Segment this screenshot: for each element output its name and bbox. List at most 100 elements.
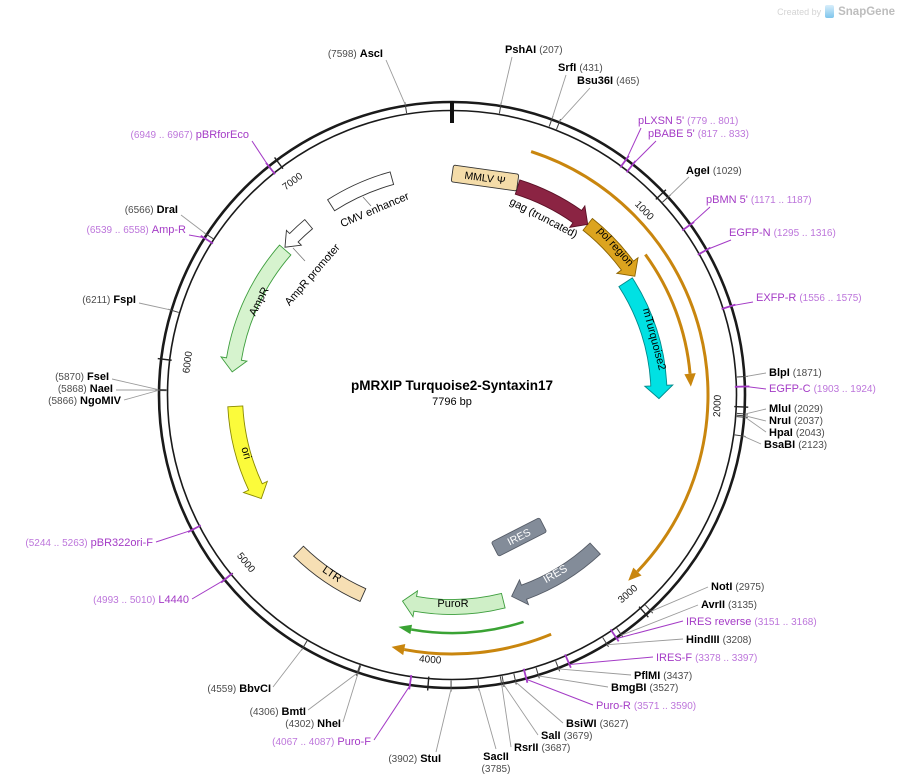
transcript-arc-right[interactable] <box>530 150 710 581</box>
site-label-ires-reverse[interactable]: IRES reverse(3151 .. 3168) <box>686 616 817 628</box>
site-label-bsabi[interactable]: BsaBI(2123) <box>764 439 827 451</box>
site-label-sali[interactable]: SalI(3679) <box>541 730 592 742</box>
site-label-bmgbi[interactable]: BmgBI(3527) <box>611 682 678 694</box>
transcript-arc-green-arc <box>410 620 524 635</box>
feature-label-ori[interactable]: ori <box>238 446 253 461</box>
site-name-sacii: SacII <box>483 751 509 763</box>
site-label-pbr322ori-f[interactable]: (5244 .. 5263)pBR322ori-F <box>25 537 153 549</box>
site-label-agei[interactable]: AgeI(1029) <box>686 165 742 177</box>
feature-label-puror[interactable]: PuroR <box>437 598 468 610</box>
bp-tick-label-7000: 7000 <box>281 171 306 193</box>
bp-tick-label-3000: 3000 <box>616 583 640 606</box>
site-label-nhei[interactable]: (4302)NheI <box>285 718 341 730</box>
leader-stui <box>435 688 452 753</box>
leader-fspi <box>138 302 171 311</box>
site-label-pflmi[interactable]: PflMI(3437) <box>634 670 692 682</box>
backbone-ring-inner <box>166 109 738 681</box>
site-label-nrui[interactable]: NruI(2037) <box>769 415 823 427</box>
leader-mlui <box>745 408 767 415</box>
transcript-arc-inner[interactable] <box>644 253 696 387</box>
site-label-asci[interactable]: (7598)AscI <box>328 48 383 60</box>
feature-shape-mturquoise2[interactable] <box>618 277 674 400</box>
site-label-pbmn-5[interactable]: pBMN 5'(1171 .. 1187) <box>706 194 812 206</box>
site-label-amp-r[interactable]: (6539 .. 6558)Amp-R <box>87 224 187 236</box>
site-label-bbvci[interactable]: (4559)BbvCI <box>207 683 271 695</box>
site-tick-noti <box>644 604 654 614</box>
ires-box-box[interactable] <box>491 517 547 557</box>
mmlv-psi-box[interactable] <box>450 164 520 192</box>
site-label-bmti[interactable]: (4306)BmtI <box>250 706 306 718</box>
site-label-bsu36i[interactable]: Bsu36I(465) <box>577 75 639 87</box>
leader-sali <box>503 684 539 736</box>
bp-tick-6000 <box>157 357 172 361</box>
leader-pshai <box>500 56 513 106</box>
feature-shape-puror[interactable] <box>401 589 506 618</box>
leader-ires-reverse <box>616 620 684 639</box>
leader-noti <box>650 586 709 612</box>
site-label-bsiwi[interactable]: BsiWI(3627) <box>566 718 628 730</box>
site-label-ires-f[interactable]: IRES-F(3378 .. 3397) <box>656 652 757 664</box>
site-label-puro-f[interactable]: (4067 .. 4087)Puro-F <box>272 736 371 748</box>
site-label-blpi[interactable]: BlpI(1871) <box>769 367 822 379</box>
site-label-egfp-n[interactable]: EGFP-N(1295 .. 1316) <box>729 227 836 239</box>
bp-tick-label-1000: 1000 <box>632 199 656 223</box>
site-label-exfp-r[interactable]: EXFP-R(1556 .. 1575) <box>756 292 862 304</box>
site-label-pbabe-5[interactable]: pBABE 5'(817 .. 833) <box>648 128 749 140</box>
leader-pbabe-5 <box>633 140 657 164</box>
leader-l4440 <box>191 579 224 600</box>
site-label-plxsn-5[interactable]: pLXSN 5'(779 .. 801) <box>638 115 738 127</box>
site-label-pshai[interactable]: PshAI(207) <box>505 44 563 56</box>
transcript-arc-green[interactable] <box>398 620 524 635</box>
feature-shape-ori[interactable] <box>227 405 269 500</box>
feature-ltr[interactable]: LTR <box>292 545 367 603</box>
site-tick-puro-r <box>522 668 529 684</box>
site-label-rsrii[interactable]: RsrII(3687) <box>514 742 570 754</box>
feature-ori[interactable]: ori <box>227 405 269 500</box>
site-label-sacii[interactable]: SacII(3785) <box>482 751 511 775</box>
feature-shape-ampr-promoter[interactable] <box>284 218 314 248</box>
feature-mturquoise2[interactable]: mTurquoise2 <box>618 277 674 400</box>
site-label-fspi[interactable]: (6211)FspI <box>82 294 136 306</box>
site-label-noti[interactable]: NotI(2975) <box>711 581 764 593</box>
leader-agei <box>668 176 690 197</box>
leader-srfi <box>551 74 567 119</box>
feature-shape-ires[interactable] <box>511 542 601 606</box>
feature-puror[interactable]: PuroR <box>401 589 506 618</box>
feature-ires[interactable]: IRES <box>511 542 601 606</box>
site-label-stui[interactable]: (3902)StuI <box>388 753 441 765</box>
feature-label-box-ires-box[interactable]: IRES <box>491 517 547 557</box>
bp-tick-7000 <box>274 157 284 170</box>
bp-tick-3000 <box>638 606 649 618</box>
site-label-puro-r[interactable]: Puro-R(3571 .. 3590) <box>596 700 696 712</box>
leader-ngomiv <box>123 390 159 401</box>
site-label-mlui[interactable]: MluI(2029) <box>769 403 823 415</box>
site-label-pbrforeco[interactable]: (6949 .. 6967)pBRforEco <box>131 129 249 141</box>
feature-shape-gag-truncated[interactable] <box>514 179 589 228</box>
site-label-avrii[interactable]: AvrII(3135) <box>701 599 757 611</box>
site-label-l4440[interactable]: (4993 .. 5010)L4440 <box>93 594 189 606</box>
leader-bbvci <box>272 647 304 688</box>
feature-pol-region[interactable]: pol region <box>582 217 639 277</box>
feature-cmv-enhancer[interactable]: CMV enhancer <box>326 171 412 230</box>
site-label-fsei[interactable]: (5870)FseI <box>55 371 109 383</box>
feature-shape-cmv-enhancer[interactable] <box>326 171 395 212</box>
site-label-naei[interactable]: (5868)NaeI <box>58 383 113 395</box>
leader-amp-r <box>188 234 204 239</box>
site-label-drai[interactable]: (6566)DraI <box>125 204 178 216</box>
site-label-ngomiv[interactable]: (5866)NgoMIV <box>48 395 122 407</box>
site-label-hpai[interactable]: HpaI(2043) <box>769 427 825 439</box>
site-label-srfi[interactable]: SrfI(431) <box>558 62 603 74</box>
site-label-hindiii[interactable]: HindIII(3208) <box>686 634 752 646</box>
feature-ampr[interactable]: AmpR <box>219 244 292 373</box>
watermark: Created by SnapGene <box>777 5 895 18</box>
layer-transcript-arrows <box>391 150 710 656</box>
feature-shape-pol-region[interactable] <box>582 217 639 277</box>
feature-gag-truncated[interactable]: gag (truncated) <box>508 179 589 241</box>
feature-ampr-promoter[interactable]: AmpR promoter <box>283 218 343 309</box>
feature-shape-ampr[interactable] <box>219 244 292 373</box>
transcript-arc-bottom[interactable] <box>391 632 552 656</box>
site-label-egfp-c[interactable]: EGFP-C(1903 .. 1924) <box>769 383 876 395</box>
feature-label-box-mmlv-psi[interactable]: MMLV Ψ <box>450 164 520 192</box>
feature-label-ampr-promoter[interactable]: AmpR promoter <box>283 242 343 309</box>
feature-shape-ltr[interactable] <box>292 545 367 603</box>
